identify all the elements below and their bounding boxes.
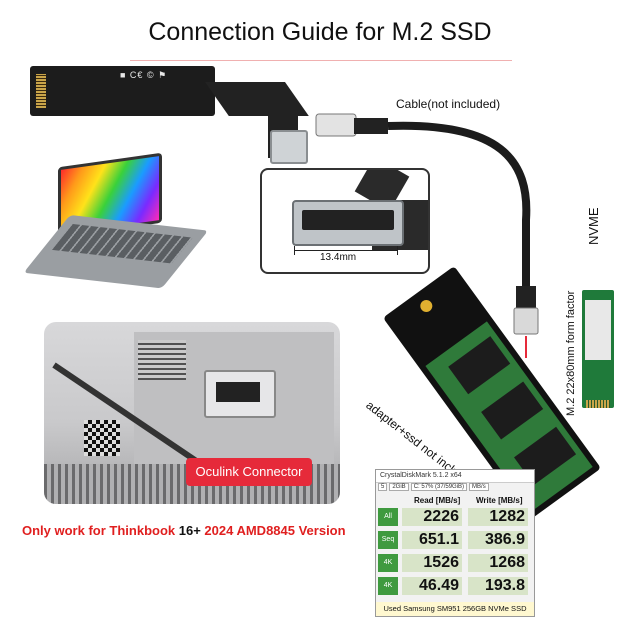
benchmark-row: All 2226 1282 xyxy=(376,506,534,528)
benchmark-row: 4K 46.49 193.8 xyxy=(376,575,534,597)
notice-part-1: Only work for Thinkbook xyxy=(22,523,179,538)
write-value: 193.8 xyxy=(468,577,528,595)
cable-boot-bottom xyxy=(516,286,536,310)
qr-code xyxy=(84,420,120,456)
ssd-sticker xyxy=(585,300,611,360)
dimension-arrow xyxy=(294,246,398,255)
notice-part-3: 2024 AMD8845 Version xyxy=(200,523,346,538)
slot-hole xyxy=(216,382,260,402)
row-label: 4K xyxy=(378,577,398,595)
row-label: 4K Q32T1 xyxy=(378,554,399,584)
gold-fingers xyxy=(36,74,46,108)
cable-label: Cable(not included) xyxy=(396,97,501,111)
oculink-slot-photo xyxy=(204,370,276,418)
benchmark-footer: Used Samsung SM951 256GB NVMe SSD xyxy=(376,602,534,616)
nvme-ssd-image xyxy=(582,290,614,408)
write-header: Write [MB/s] xyxy=(476,496,523,505)
oculink-cable-image xyxy=(315,113,539,358)
write-value: 386.9 xyxy=(468,531,528,549)
read-value: 651.1 xyxy=(402,531,462,549)
zoom-oculink-port xyxy=(292,200,404,246)
benchmark-title: CrystalDiskMark 5.1.2 x64 xyxy=(376,470,534,483)
form-factor-label: M.2 22x80mm form factor xyxy=(565,290,577,416)
read-value: 2226 xyxy=(402,508,462,526)
compatibility-notice: Only work for Thinkbook 16+ 2024 AMD8845… xyxy=(22,523,346,538)
read-value: 46.49 xyxy=(402,577,462,595)
title-underline xyxy=(130,60,512,61)
nand-chip xyxy=(481,381,544,440)
nand-chip xyxy=(448,336,511,395)
benchmark-row: Seq Q32T1 651.1 386.9 xyxy=(376,529,534,561)
cable-boot-top xyxy=(354,118,388,134)
certification-marks: ■ C€ © ⚑ xyxy=(120,70,168,80)
unit-select: MB/s xyxy=(469,483,489,491)
read-header: Read [MB/s] xyxy=(414,496,461,505)
read-value: 1526 xyxy=(402,554,462,572)
cable-plug-top xyxy=(315,113,357,137)
m2-fpc-adapter-image: ■ C€ © ⚑ xyxy=(30,66,215,116)
dimension-label: 13.4mm xyxy=(320,252,357,263)
keyboard-keys xyxy=(51,224,193,264)
row-label: All xyxy=(378,508,398,526)
write-value: 1268 xyxy=(468,554,528,572)
page-title: Connection Guide for M.2 SSD xyxy=(148,18,492,46)
ssd-gold-fingers xyxy=(586,400,610,408)
benchmark-row: 4K Q32T1 1526 1268 xyxy=(376,552,534,584)
notice-part-2: 16+ xyxy=(178,523,201,538)
nvme-label: NVME xyxy=(586,207,601,245)
cable-plug-bottom xyxy=(513,307,539,335)
label-sticker xyxy=(138,340,186,380)
laptop-keyboard-image xyxy=(23,215,209,289)
port-slot xyxy=(302,210,394,230)
connector-zoom-inset: 13.4mm xyxy=(260,168,430,274)
write-value: 1282 xyxy=(468,508,528,526)
cable-body xyxy=(387,121,531,290)
oculink-connector-badge: Oculink Connector xyxy=(186,458,312,486)
size-select: 2GiB xyxy=(389,483,409,491)
mount-hole xyxy=(417,297,435,315)
runs-select: 5 xyxy=(378,483,388,491)
drive-select: C: 57% (37/59GiB) xyxy=(410,483,468,491)
oculink-port-image xyxy=(270,130,308,164)
row-label: Seq Q32T1 xyxy=(378,531,399,561)
